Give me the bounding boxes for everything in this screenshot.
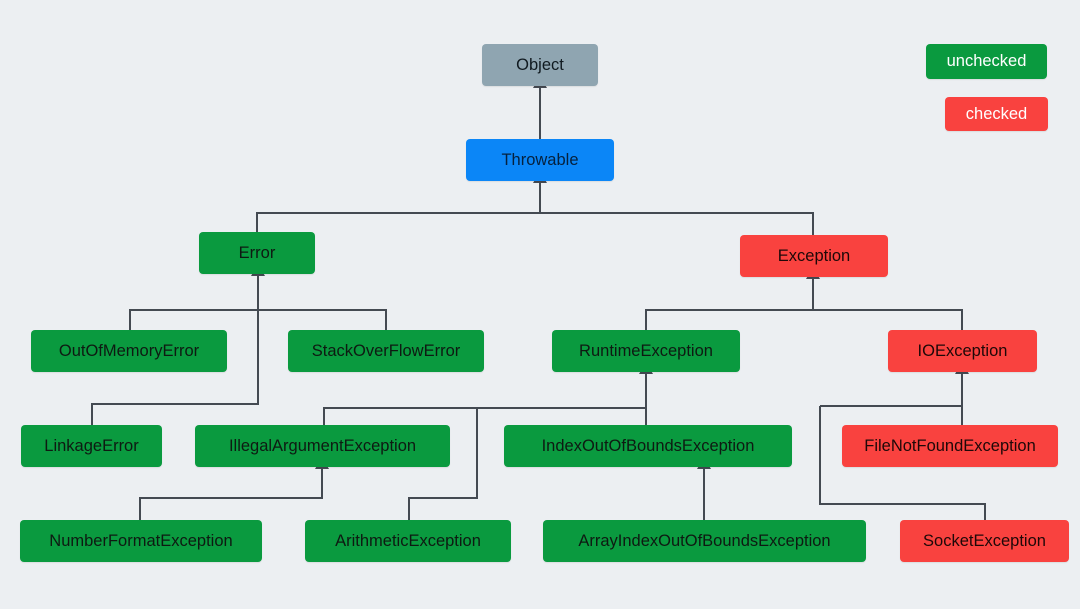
node-arithmetic-exception: ArithmeticException <box>305 520 511 562</box>
connector-runtime-io-exception <box>645 279 963 330</box>
node-array-index-out-of-bounds-exception: ArrayIndexOutOfBoundsException <box>543 520 866 562</box>
node-out-of-memory-error: OutOfMemoryError <box>31 330 227 372</box>
connector-runtime-children <box>323 407 647 520</box>
node-illegal-argument-exception: IllegalArgumentException <box>195 425 450 467</box>
node-file-not-found-exception: FileNotFoundException <box>842 425 1058 467</box>
legend-checked-badge: checked <box>945 97 1048 131</box>
connector-fnf-io <box>820 374 962 425</box>
node-socket-exception: SocketException <box>900 520 1069 562</box>
node-error: Error <box>199 232 315 274</box>
node-number-format-exception: NumberFormatException <box>20 520 262 562</box>
connector-nfe-illegal <box>139 457 329 520</box>
connector-socket-io <box>819 406 986 520</box>
node-object: Object <box>482 44 598 86</box>
node-exception: Exception <box>740 235 888 277</box>
connector-error-exception-throwable <box>256 183 814 235</box>
node-linkage-error: LinkageError <box>21 425 162 467</box>
node-io-exception: IOException <box>888 330 1037 372</box>
node-stack-overflow-error: StackOverFlowError <box>288 330 484 372</box>
connector-linkage-error <box>91 264 265 425</box>
node-index-out-of-bounds-exception: IndexOutOfBoundsException <box>504 425 792 467</box>
node-throwable: Throwable <box>466 139 614 181</box>
legend-unchecked-badge: unchecked <box>926 44 1047 79</box>
node-runtime-exception: RuntimeException <box>552 330 740 372</box>
